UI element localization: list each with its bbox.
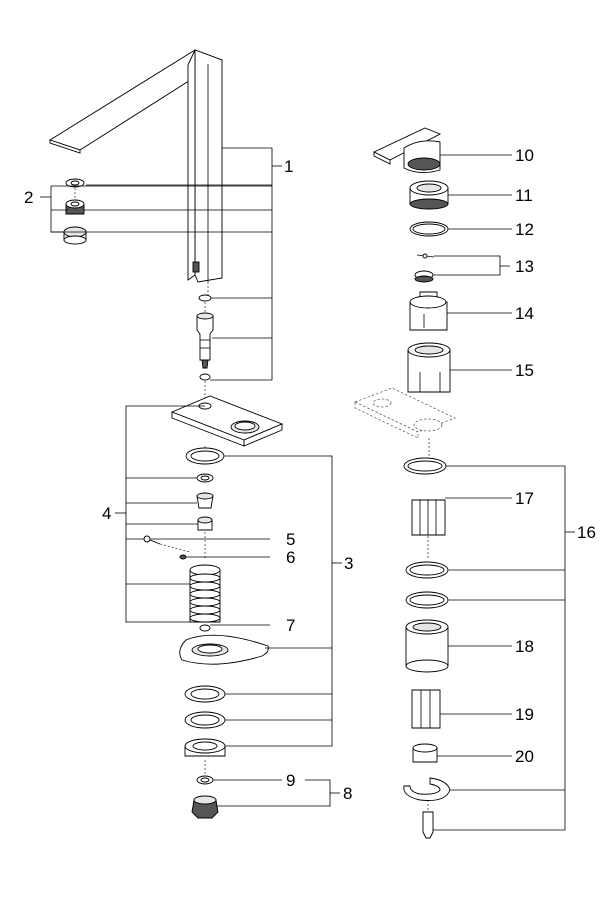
shaft-parts: [196, 294, 214, 398]
part-labels: 1 2 3 4 5 6 7 8 9 10 11 12 13 14 15 16 1…: [24, 146, 596, 803]
label-part-3: 3: [344, 554, 353, 573]
label-part-19: 19: [515, 705, 534, 724]
label-part-6: 6: [286, 548, 295, 567]
label-part-5: 5: [286, 530, 295, 549]
lever-handle: [372, 127, 442, 173]
leader-lines-left: [40, 147, 342, 807]
base-plate: [170, 395, 284, 452]
left-assembly: [40, 49, 342, 819]
label-part-17: 17: [515, 489, 534, 508]
label-part-12: 12: [515, 220, 534, 239]
label-part-1: 1: [284, 157, 293, 176]
label-part-18: 18: [515, 637, 534, 656]
spout-body: [48, 49, 224, 300]
label-part-16: 16: [577, 523, 596, 542]
bellows-rings: [189, 564, 221, 623]
label-part-15: 15: [515, 361, 534, 380]
label-part-4: 4: [102, 504, 111, 523]
label-part-20: 20: [515, 747, 534, 766]
left-stack: [143, 447, 269, 819]
leader-lines-right: [433, 154, 575, 831]
label-part-14: 14: [515, 304, 534, 323]
label-part-11: 11: [515, 186, 533, 205]
right-assembly: [354, 127, 575, 839]
label-part-7: 7: [286, 616, 295, 635]
label-part-10: 10: [515, 146, 534, 165]
label-part-9: 9: [286, 771, 295, 790]
label-part-8: 8: [343, 784, 352, 803]
label-part-2: 2: [24, 188, 33, 207]
label-part-13: 13: [515, 257, 534, 276]
aerator-parts: [63, 178, 87, 245]
